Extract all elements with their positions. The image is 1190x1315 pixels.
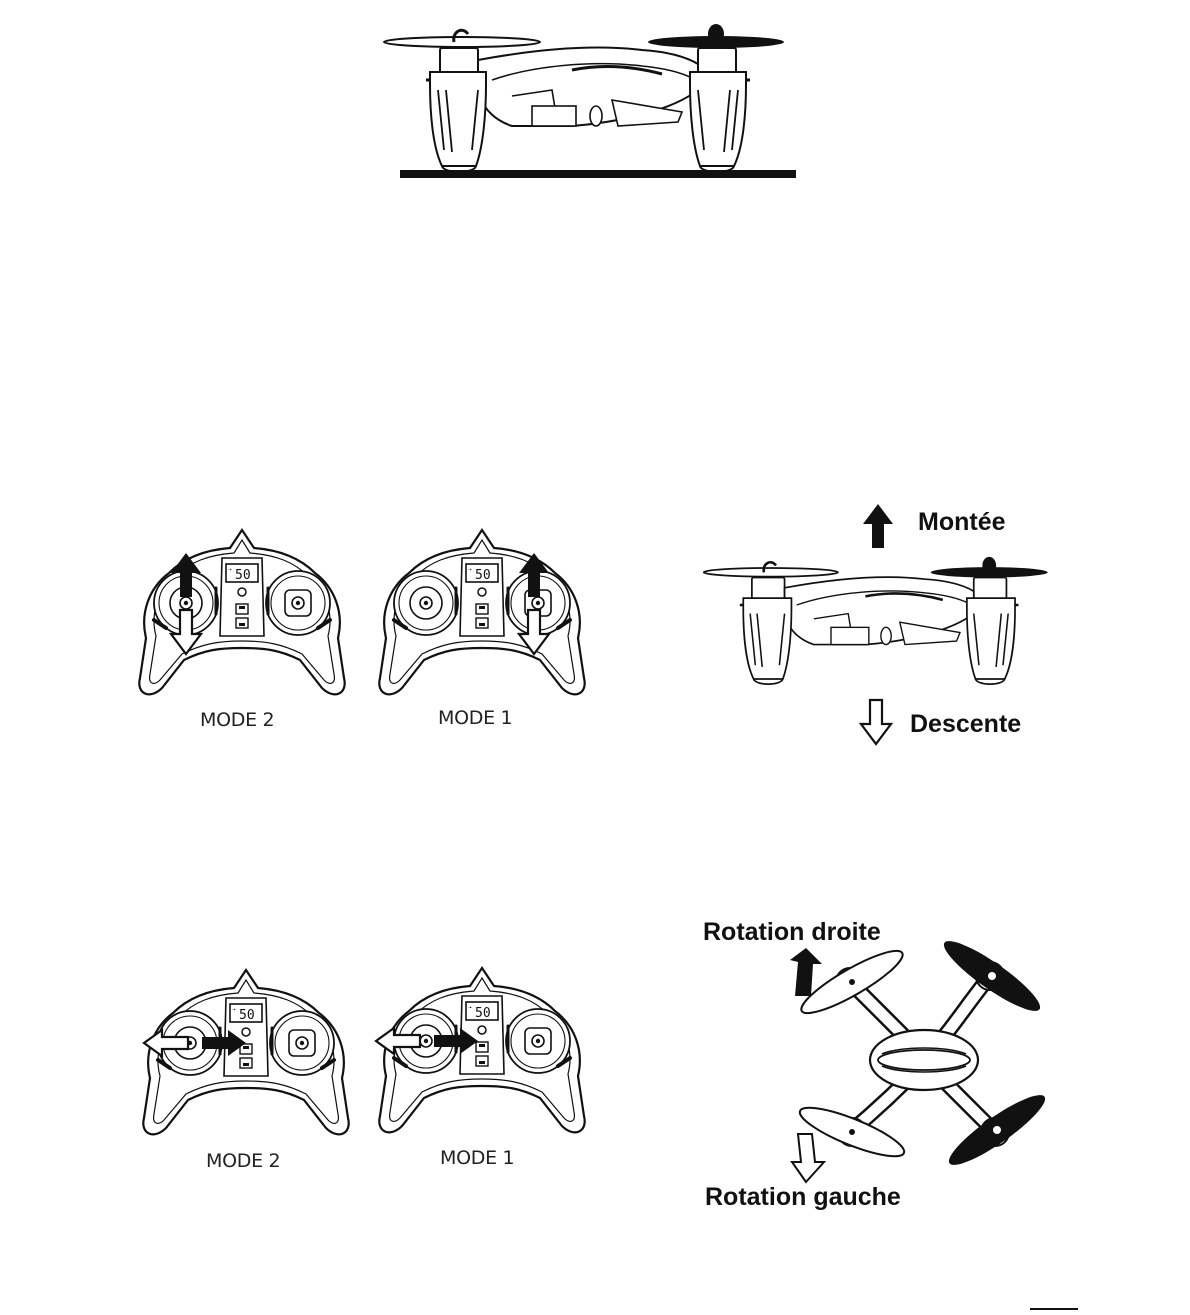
remote-mode2-rudder [134, 968, 360, 1148]
mode1-label: MODE 1 [438, 707, 513, 729]
mode2-label: MODE 2 [206, 1150, 281, 1172]
mode2-label: MODE 2 [200, 709, 275, 731]
remote-mode2-throttle [130, 528, 356, 708]
ground-line [400, 170, 796, 178]
drone-on-ground-illustration [378, 22, 798, 180]
curved-arrow-down-outline-icon [788, 1130, 828, 1186]
curved-arrow-up-filled-icon [780, 946, 828, 1000]
ascend-label: Montée [918, 508, 1006, 536]
mode1-label: MODE 1 [440, 1147, 515, 1169]
remote-mode1-throttle [370, 528, 596, 708]
remote-mode1-rudder [370, 966, 596, 1146]
bottom-rule [1030, 1308, 1078, 1310]
rotate-right-label: Rotation droite [703, 918, 881, 946]
drone-top-view-illustration [790, 941, 1060, 1174]
arrow-up-filled-icon [860, 500, 896, 550]
descend-label: Descente [910, 710, 1022, 738]
rotate-left-label: Rotation gauche [705, 1183, 901, 1211]
drone-hover-illustration [700, 555, 1120, 712]
arrow-down-outline-icon [858, 698, 894, 748]
